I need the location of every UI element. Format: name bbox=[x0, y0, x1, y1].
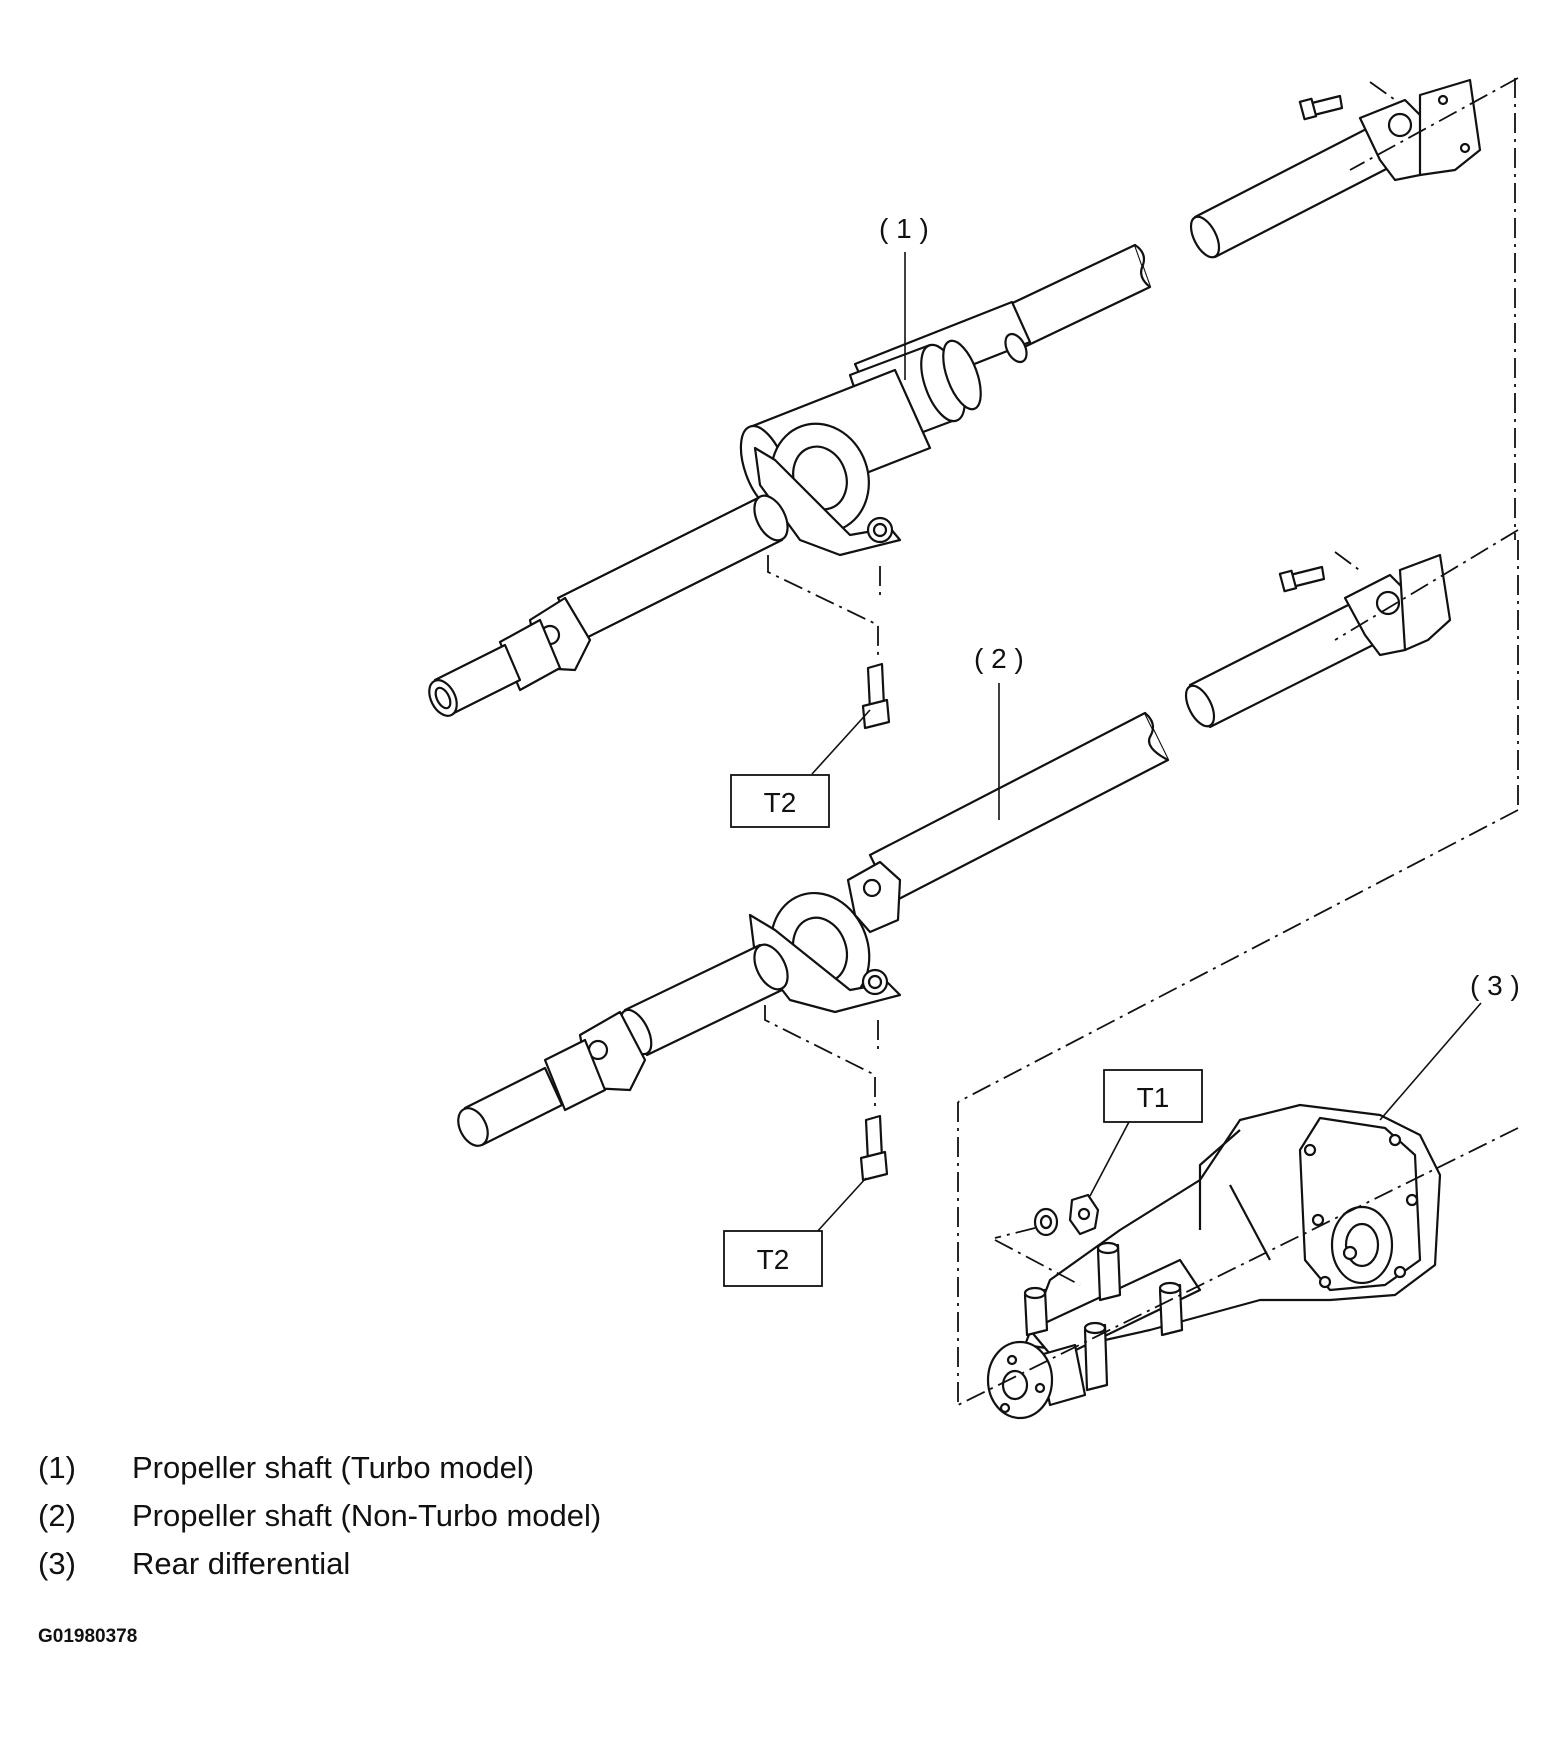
legend-number: (3) bbox=[38, 1546, 76, 1581]
svg-text:T2: T2 bbox=[757, 1244, 790, 1275]
parts-legend: (1) Propeller shaft (Turbo model) (2) Pr… bbox=[38, 1450, 601, 1594]
legend-number: (2) bbox=[38, 1498, 76, 1533]
svg-text:T2: T2 bbox=[764, 787, 797, 818]
rear-differential bbox=[986, 1103, 1442, 1420]
legend-text: Propeller shaft (Non-Turbo model) bbox=[132, 1498, 602, 1533]
figure-code: G01980378 bbox=[38, 1626, 138, 1647]
assembly-lines bbox=[764, 77, 1519, 1406]
legend-number: (1) bbox=[38, 1450, 76, 1485]
torque-box-t2-lower: T2 bbox=[723, 1230, 823, 1287]
callout-1: ( 1 ) bbox=[879, 213, 929, 244]
legend-item: (1) Propeller shaft (Turbo model) bbox=[38, 1450, 601, 1498]
center-bearing-bolt-lower bbox=[859, 1114, 889, 1182]
torque-box-t2-upper: T2 bbox=[730, 774, 830, 828]
center-bearing-bolt-upper bbox=[861, 662, 891, 730]
leader-lines bbox=[804, 252, 1482, 1246]
legend-text: Rear differential bbox=[132, 1546, 351, 1581]
legend-text: Propeller shaft (Turbo model) bbox=[132, 1450, 535, 1485]
torque-box-t1: T1 bbox=[1103, 1069, 1203, 1123]
legend-item: (3) Rear differential bbox=[38, 1546, 601, 1594]
callout-3: ( 3 ) bbox=[1470, 970, 1520, 1001]
legend-item: (2) Propeller shaft (Non-Turbo model) bbox=[38, 1498, 601, 1546]
svg-text:T1: T1 bbox=[1137, 1082, 1170, 1113]
callout-2: ( 2 ) bbox=[974, 643, 1024, 674]
propeller-shaft-turbo bbox=[428, 78, 1482, 717]
propeller-shaft-non-turbo bbox=[457, 553, 1452, 1147]
exploded-view-drawing: ( 1 ) ( 2 ) ( 3 ) T2 T2 T1 bbox=[428, 77, 1520, 1420]
